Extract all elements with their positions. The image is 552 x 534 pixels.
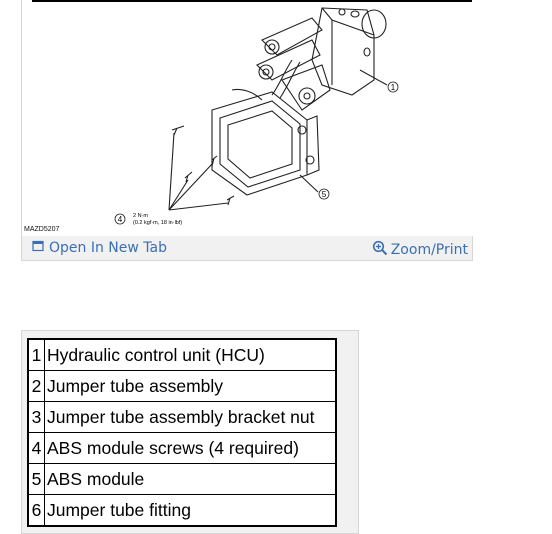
callout-5: 5: [318, 188, 330, 200]
table-row: 6 Jumper tube fitting: [27, 494, 337, 527]
legend-description: Hydraulic control unit (HCU): [44, 338, 337, 371]
table-row: 2 Jumper tube assembly: [27, 370, 337, 402]
table-row: 5 ABS module: [27, 463, 337, 495]
callout-1: 1: [387, 81, 399, 93]
legend-description: Jumper tube assembly bracket nut: [44, 401, 337, 433]
legend-number: 4: [27, 432, 45, 464]
table-row: 3 Jumper tube assembly bracket nut: [27, 401, 337, 433]
legend-description: Jumper tube assembly: [44, 370, 337, 402]
legend-description: Jumper tube fitting: [44, 494, 337, 527]
table-row: 4 ABS module screws (4 required): [27, 432, 337, 464]
legend-number: 3: [27, 401, 45, 433]
figure-id: MAZD5207: [24, 226, 60, 233]
figure-card: 1 5 4 2 N·m (0.2 kgf·m, 18 in·lbf) MAZD5…: [21, 0, 474, 261]
legend-number: 2: [27, 370, 45, 402]
legend-number: 5: [27, 463, 45, 495]
callout-4-label: 4: [118, 215, 123, 224]
callout-1-label: 1: [391, 83, 396, 92]
abs-module-illustration: 1 5 4 2 N·m (0.2 kgf·m, 18 in·lbf): [32, 0, 472, 226]
new-tab-icon: [32, 240, 44, 256]
figure-link-bar: Open In New Tab Zoom/Print: [22, 236, 474, 261]
torque-spec-line2: (0.2 kgf·m, 18 in·lbf): [133, 220, 182, 226]
open-in-new-tab-link[interactable]: Open In New Tab: [32, 240, 167, 256]
zoom-print-link[interactable]: Zoom/Print: [372, 240, 468, 260]
torque-spec-line1: 2 N·m: [133, 213, 148, 219]
legend-card: 1 Hydraulic control unit (HCU) 2 Jumper …: [21, 330, 359, 534]
zoom-print-label: Zoom/Print: [390, 242, 468, 258]
table-row: 1 Hydraulic control unit (HCU): [27, 338, 337, 371]
legend-description: ABS module screws (4 required): [44, 432, 337, 464]
legend-table: 1 Hydraulic control unit (HCU) 2 Jumper …: [27, 338, 337, 527]
callout-4: 4: [114, 213, 126, 225]
callout-5-label: 5: [322, 190, 327, 199]
legend-description: ABS module: [44, 463, 337, 495]
legend-number: 6: [27, 494, 45, 527]
zoom-in-icon: [372, 240, 388, 260]
abs-module-diagram: 1 5 4 2 N·m (0.2 kgf·m, 18 in·lbf) MAZD5…: [22, 0, 474, 236]
legend-number: 1: [27, 338, 45, 371]
open-in-new-tab-label: Open In New Tab: [49, 240, 167, 256]
